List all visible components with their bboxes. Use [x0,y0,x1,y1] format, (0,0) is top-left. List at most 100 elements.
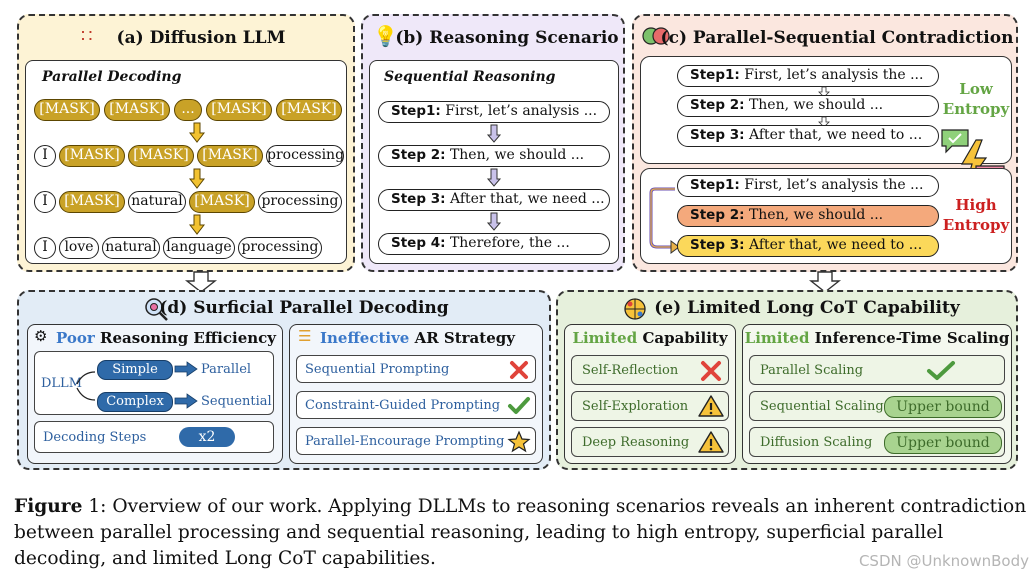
mask-token: [MASK] [59,191,125,213]
simple-pill: Simple [97,360,173,380]
scaling-label: Parallel Scaling [760,363,864,378]
sequential-reasoning-box: Sequential Reasoning Step1: First, let’s… [369,60,619,264]
decoding-steps-label: Decoding Steps [43,430,147,445]
caption-text: : Overview of our work. Applying DLLMs t… [14,496,1027,569]
sequential-reasoning-header: Sequential Reasoning [384,69,556,85]
step-text: First, let’s analysis the ... [739,177,924,193]
scaling-label: Diffusion Scaling [760,435,873,450]
mask-token: [MASK] [34,99,100,121]
step-text: First, let’s analysis the ... [739,67,924,83]
panel-reasoning-scenario: 💡 (b) Reasoning Scenario Sequential Reas… [361,14,625,272]
flowchart-icon: ☰ [298,327,312,345]
mask-token: [MASK] [128,145,194,167]
lightbulb-icon: 💡 [373,24,398,48]
cross-mark-icon [701,361,721,381]
word-token: I [34,145,56,167]
capability-label: Deep Reasoning [582,435,690,450]
decoding-steps-value: x2 [179,427,235,447]
strategy-item: Sequential Prompting [296,355,536,383]
strategy-label: Sequential Prompting [305,362,450,377]
down-arrow-icon [808,271,842,293]
reasoning-step: Step1: First, let’s analysis ... [378,101,610,123]
reasoning-step-uncertain: Step 2: Then, we should ... [677,205,939,227]
caption-label: Figure [14,496,83,517]
mask-token: [MASK] [206,99,272,121]
title-rest: Reasoning Efficiency [94,329,276,347]
capability-title: Limited Capability [565,329,735,347]
step-label: Step 2: [690,97,745,113]
upper-bound-pill: Upper bound [884,396,1002,418]
scaling-item: Parallel Scaling [749,355,1005,385]
panel-limited-long-cot: (e) Limited Long CoT Capability Limited … [556,290,1018,470]
parallel-label: Parallel [201,362,252,377]
chat-check-icon [941,129,969,154]
down-arrow-icon [486,212,502,231]
word-token: processing [258,191,342,213]
check-mark-icon [927,361,955,380]
down-arrow-icon [188,168,206,189]
reasoning-step: Step 2: Then, we should ... [378,145,610,167]
step-label: Step1: [391,103,441,119]
step-text: After that, we need to ... [744,127,923,143]
high-entropy-label: High Entropy [941,195,1011,235]
down-arrow-icon [188,214,206,235]
right-arrow-icon [174,361,198,377]
step-text: Then, we should ... [445,147,585,163]
word-token: natural [102,237,160,259]
ar-strategy-box: ☰ Ineffective AR Strategy Sequential Pro… [289,324,543,464]
mask-token: [MASK] [59,145,125,167]
reasoning-step: Step1: First, let’s analysis the ... [677,175,939,197]
reasoning-step: Step 3: After that, we need ... [378,189,610,211]
word-token: love [59,237,99,259]
high-entropy-box: Step1: First, let’s analysis the ... Ste… [640,168,1012,264]
step-label: Step 2: [690,207,745,223]
down-arrow-icon [818,86,830,98]
down-arrow-icon [818,116,830,128]
word-token: I [34,191,56,213]
strategy-label: Constraint-Guided Prompting [305,398,501,413]
title-highlight: Limited [744,329,810,347]
magnifier-icon [145,298,168,321]
check-mark-icon [508,397,530,414]
mask-token: [MASK] [189,191,255,213]
warning-icon [698,431,724,453]
capability-item: Self-Reflection [571,355,729,385]
inference-scaling-box: Limited Inference-Time Scaling Parallel … [742,324,1012,464]
reasoning-step: Step1: First, let’s analysis the ... [677,65,939,87]
title-rest: Capability [637,329,728,347]
watermark: CSDN @UnknownBody [858,552,1029,570]
step-label: Step1: [690,177,740,193]
upper-bound-pill: Upper bound [884,432,1002,454]
step-label: Step 3: [391,191,446,207]
step-label: Step1: [690,67,740,83]
branch-arrows [76,371,96,401]
capability-box: Limited Capability Self-Reflection Self-… [564,324,736,464]
reasoning-efficiency-box: ⚙ Poor Reasoning Efficiency DLLM Simple … [27,324,283,464]
reasoning-efficiency-title: Poor Reasoning Efficiency [56,329,276,347]
panel-e-title: (e) Limited Long CoT Capability [654,298,960,318]
panel-a-title: (a) Diffusion LLM [116,28,286,48]
low-entropy-box: Step1: First, let’s analysis the ... Ste… [640,56,1012,164]
panel-surficial-parallel-decoding: (d) Surficial Parallel Decoding ⚙ Poor R… [17,290,551,470]
capability-label: Self-Reflection [582,363,679,378]
step-text: Therefore, the ... [445,235,570,251]
step-label: Step 2: [391,147,446,163]
step-text: Then, we should ... [744,97,884,113]
inference-scaling-title: Limited Inference-Time Scaling [743,329,1011,347]
panel-b-title: (b) Reasoning Scenario [395,28,619,48]
dllm-label: DLLM [41,376,82,391]
down-arrow-icon [486,168,502,187]
ar-strategy-title: Ineffective AR Strategy [320,329,515,347]
down-arrow-icon [184,271,218,293]
word-token: I [34,237,56,259]
low-entropy-line1: Low [959,80,993,98]
ellipsis-token: ... [174,99,202,121]
reasoning-step: Step 2: Then, we should ... [677,95,939,117]
title-highlight: Poor [56,329,95,347]
scaling-item: Diffusion Scaling Upper bound [749,427,1005,457]
palette-icon [624,298,646,320]
low-entropy-label: Low Entropy [941,79,1011,119]
figure-caption: Figure 1: Overview of our work. Applying… [14,494,1029,572]
reasoning-step: Step 3: After that, we need to ... [677,125,939,147]
parallel-decoding-box: Parallel Decoding [MASK] [MASK] ... [MAS… [25,60,347,264]
